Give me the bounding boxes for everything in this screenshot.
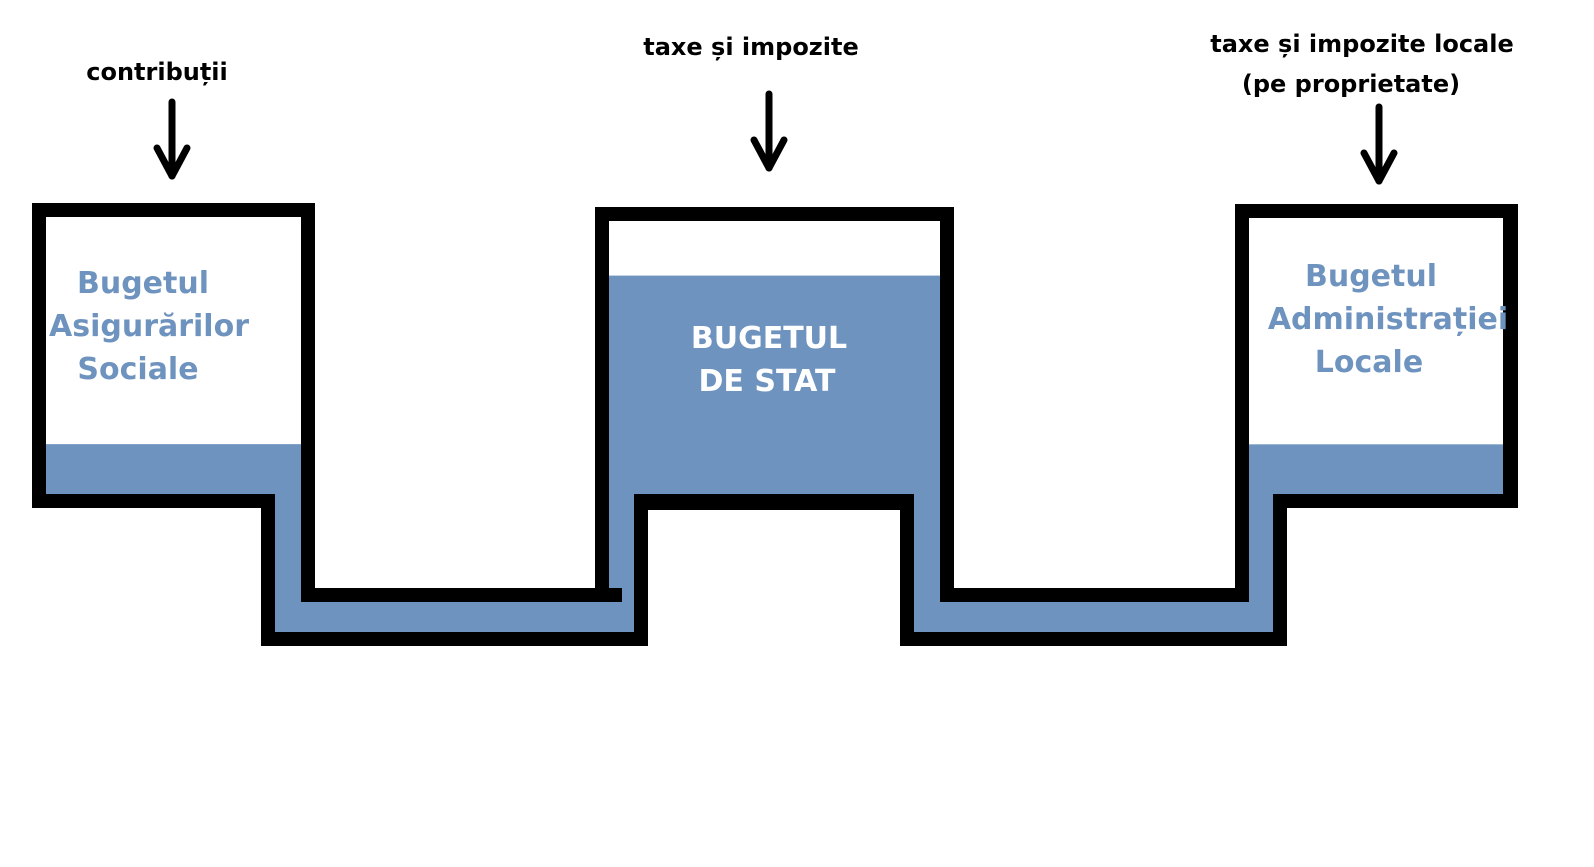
wall-state-bottom xyxy=(634,494,914,510)
wall-social-left xyxy=(32,203,46,508)
budget-label-local-line3: Locale xyxy=(1315,345,1423,380)
budget-labels: Bugetul Asigurărilor Sociale BUGETUL DE … xyxy=(49,259,1508,399)
wall-state-inner-right xyxy=(900,494,914,646)
wall-local-right xyxy=(1503,204,1518,508)
water-fill-local xyxy=(1249,444,1503,494)
arrow-down-icon xyxy=(153,98,191,180)
wall-right-outer-riser xyxy=(1273,494,1287,646)
vessel-walls xyxy=(32,203,1518,646)
wall-social-right xyxy=(301,203,315,602)
wall-left-channel-inner xyxy=(301,588,622,602)
water-channel-left-rise-to-state xyxy=(608,494,634,632)
wall-social-bottom xyxy=(32,494,275,508)
wall-social-top xyxy=(32,203,315,217)
wall-local-bottom xyxy=(1273,494,1518,508)
arrow-down-icon xyxy=(1360,103,1398,185)
wall-state-right xyxy=(940,207,954,602)
budget-label-social-line3: Sociale xyxy=(77,352,198,387)
budget-label-state-line2: DE STAT xyxy=(699,364,836,399)
water-channels xyxy=(275,494,1273,632)
inflow-label-local-line2: (pe proprietate) xyxy=(1242,70,1460,98)
wall-right-channel-outer xyxy=(900,632,1287,646)
inflow-label-local-line1: taxe și impozite locale xyxy=(1210,30,1514,58)
water-channel-right-rise-to-local xyxy=(1248,494,1273,632)
water-fill-social xyxy=(46,444,301,494)
wall-local-top xyxy=(1235,204,1518,218)
wall-state-top xyxy=(595,207,954,221)
wall-left-channel-outer xyxy=(261,632,648,646)
wall-right-channel-inner xyxy=(954,588,1248,602)
inflow-labels: contribuții taxe și impozite taxe și imp… xyxy=(86,30,1514,98)
budget-label-social-line1: Bugetul xyxy=(77,266,209,301)
wall-state-inner-left xyxy=(634,494,648,646)
wall-left-outer-riser xyxy=(261,494,275,646)
budget-label-local-line1: Bugetul xyxy=(1305,259,1437,294)
budget-label-social-line2: Asigurărilor xyxy=(49,309,249,344)
water-channel-left-bottom xyxy=(275,602,634,632)
arrow-down-icon xyxy=(750,90,788,172)
water-channel-right-bottom xyxy=(914,602,1273,632)
wall-local-left xyxy=(1235,204,1249,602)
inflow-label-social: contribuții xyxy=(86,58,228,86)
inflow-arrows xyxy=(153,90,1398,185)
water-fill-state xyxy=(609,275,940,494)
budget-label-state-line1: BUGETUL xyxy=(691,321,847,356)
vessel-water xyxy=(46,275,1503,494)
wall-state-left xyxy=(595,207,609,602)
inflow-label-state: taxe și impozite xyxy=(643,33,859,61)
budget-label-local-line2: Administrației xyxy=(1268,302,1508,337)
